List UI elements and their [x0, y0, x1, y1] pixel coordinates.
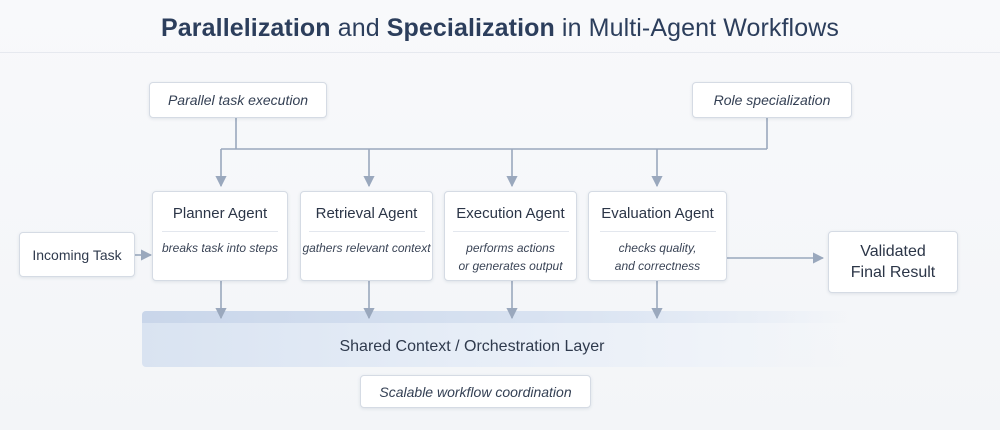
title-rest: in Multi-Agent Workflows — [554, 14, 839, 42]
planner-agent-name: Planner Agent — [172, 205, 268, 222]
shared-context-layer-top — [142, 311, 852, 323]
shared-context-layer-label: Shared Context / Orchestration Layer — [339, 338, 605, 355]
retrieval-agent-box: Retrieval Agent gathers relevant context — [300, 191, 433, 281]
title-and: and — [330, 14, 387, 42]
planner-agent-desc: breaks task into steps — [161, 241, 279, 255]
evaluation-agent-name: Evaluation Agent — [601, 205, 714, 222]
role-specialization-label: Role specialization — [692, 82, 852, 118]
planner-agent-divider — [162, 231, 278, 232]
evaluation-agent-divider — [599, 231, 716, 232]
title-parallelization: Parallelization — [161, 14, 331, 42]
evaluation-agent-desc: checks quality,and correctness — [614, 241, 701, 273]
parallel-task-execution-text: Parallel task execution — [167, 92, 309, 108]
title-specialization: Specialization — [386, 14, 555, 42]
incoming-task-box: Incoming Task — [19, 232, 135, 277]
retrieval-agent-desc: gathers relevant context — [302, 241, 431, 255]
incoming-task-label: Incoming Task — [32, 246, 122, 263]
retrieval-agent-divider — [308, 231, 425, 232]
scalable-coordination-label: Scalable workflow coordination — [360, 375, 591, 408]
planner-agent-box: Planner Agent breaks task into steps — [152, 191, 288, 281]
scalable-coordination-text: Scalable workflow coordination — [379, 383, 572, 400]
execution-agent-name: Execution Agent — [456, 205, 565, 222]
execution-agent-divider — [452, 231, 569, 232]
role-specialization-text: Role specialization — [713, 92, 831, 108]
retrieval-agent-name: Retrieval Agent — [315, 205, 418, 222]
title-divider — [0, 52, 1000, 53]
evaluation-agent-box: Evaluation Agent checks quality,and corr… — [588, 191, 727, 281]
parallel-task-execution-label: Parallel task execution — [149, 82, 327, 118]
diagram-title: Parallelization and Specialization in Mu… — [0, 14, 1000, 43]
